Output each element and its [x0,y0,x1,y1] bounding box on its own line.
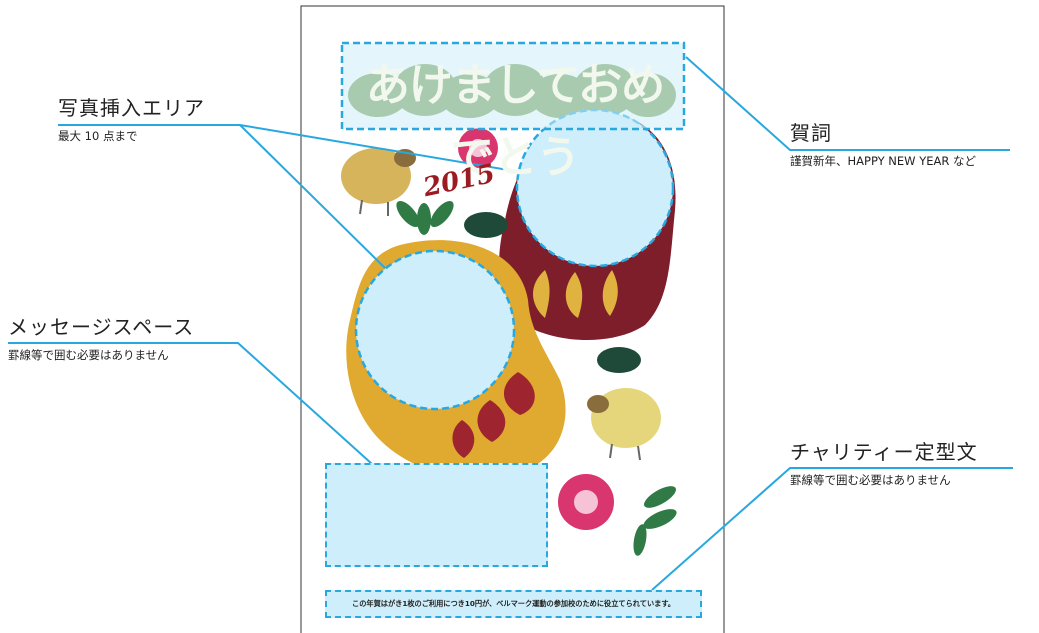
callout-line-greeting [685,56,1010,151]
callout-line-photo-2 [239,124,386,269]
label-message: メッセージスペース 罫線等で囲む必要はありません [8,315,194,363]
pine-tuft-left [464,212,508,238]
label-message-sub: 罫線等で囲む必要はありません [8,348,169,362]
pine-tuft-right [597,347,641,373]
photo-area-bottom [354,249,516,411]
charity-text: この年賀はがき1枚のご利用につき10円が、ベルマーク運動の参加校のために役立てら… [352,599,675,608]
label-photo-sub: 最大 10 点まで [58,129,138,143]
label-charity: チャリティー定型文 罫線等で囲む必要はありません [790,440,978,488]
charity-area [325,590,702,618]
label-greeting-sub: 謹賀新年、HAPPY NEW YEAR など [790,154,977,168]
label-charity-sub: 罫線等で囲む必要はありません [790,473,951,487]
red-daruma-pattern [532,270,618,318]
label-photo-title: 写真挿入エリア [58,96,205,120]
plum-flower-bottom [558,474,614,530]
greeting-area [340,41,686,131]
callout-line-charity [651,467,1013,591]
bamboo-leaves-bottom [633,486,677,556]
label-message-title: メッセージスペース [8,315,195,339]
message-area [325,463,548,567]
callout-line-message [8,342,373,465]
label-greeting: 賀詞 謹賀新年、HAPPY NEW YEAR など [790,121,976,169]
label-greeting-title: 賀詞 [790,121,832,145]
sheep-illustration-right [587,388,661,461]
label-charity-title: チャリティー定型文 [790,440,978,464]
gold-daruma-pattern [452,372,535,458]
plum-flower-top [458,128,498,168]
bamboo-leaves-left [396,200,454,235]
greeting-text: あけましておめでとう [365,60,665,183]
label-photo-area: 写真挿入エリア 最大 10 点まで [58,96,205,144]
callout-lines [8,56,1013,591]
